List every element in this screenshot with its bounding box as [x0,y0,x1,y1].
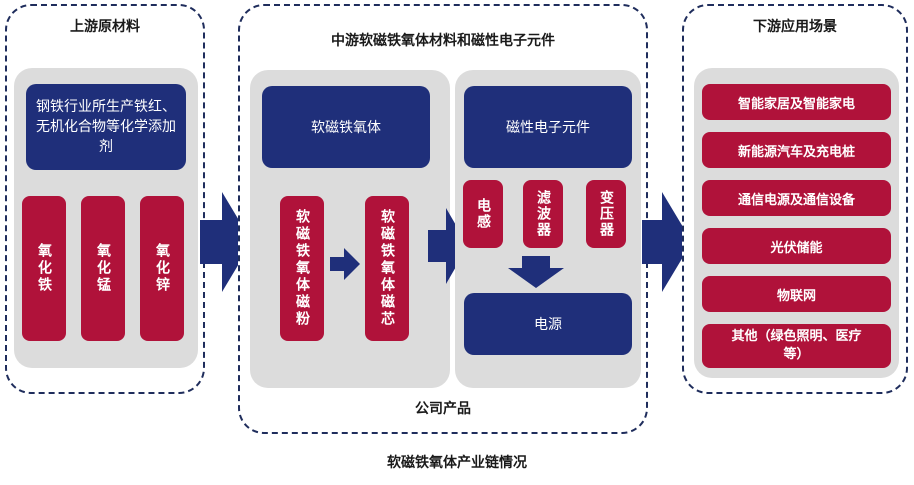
ferrite-powder: 软磁铁氧体磁粉 [280,196,324,341]
power-supply-box: 电源 [464,293,632,355]
upstream-description: 钢铁行业所生产铁红、无机化合物等化学添加剂 [36,98,176,156]
application-iot: 物联网 [702,276,891,312]
material-manganese-oxide: 氧化锰 [81,196,125,341]
upstream-title: 上游原材料 [70,19,140,35]
power-supply-label: 电源 [534,317,562,333]
components-header: 磁性电子元件 [464,86,632,168]
material-zinc-oxide: 氧化锌 [140,196,184,341]
midstream-title: 中游软磁铁氧体材料和磁性电子元件 [331,33,555,49]
components-to-power-arrow-icon [508,256,564,288]
flow-arrow-downstream-icon [642,192,692,292]
application-ev-charging: 新能源汽车及充电桩 [702,132,891,168]
application-smart-home: 智能家居及智能家电 [702,84,891,120]
application-others: 其他（绿色照明、医疗等） [702,324,891,368]
material-iron-oxide: 氧化铁 [22,196,66,341]
downstream-title: 下游应用场景 [753,19,837,35]
figure-caption: 软磁铁氧体产业链情况 [387,455,527,471]
application-pv-storage: 光伏储能 [702,228,891,264]
upstream-description-box: 钢铁行业所生产铁红、无机化合物等化学添加剂 [26,84,186,170]
components-header-label: 磁性电子元件 [506,120,590,136]
component-inductor: 电感 [463,180,503,248]
component-transformer: 变压器 [586,180,626,248]
application-telecom-power: 通信电源及通信设备 [702,180,891,216]
component-filter: 滤波器 [523,180,563,248]
ferrite-header: 软磁铁氧体 [262,86,430,168]
ferrite-core: 软磁铁氧体磁芯 [365,196,409,341]
powder-to-core-arrow-icon [330,248,360,280]
flow-arrow-midstream-icon [428,208,468,284]
ferrite-header-label: 软磁铁氧体 [311,120,381,136]
company-products-label: 公司产品 [415,401,471,417]
flow-arrow-upstream-icon [200,192,252,292]
